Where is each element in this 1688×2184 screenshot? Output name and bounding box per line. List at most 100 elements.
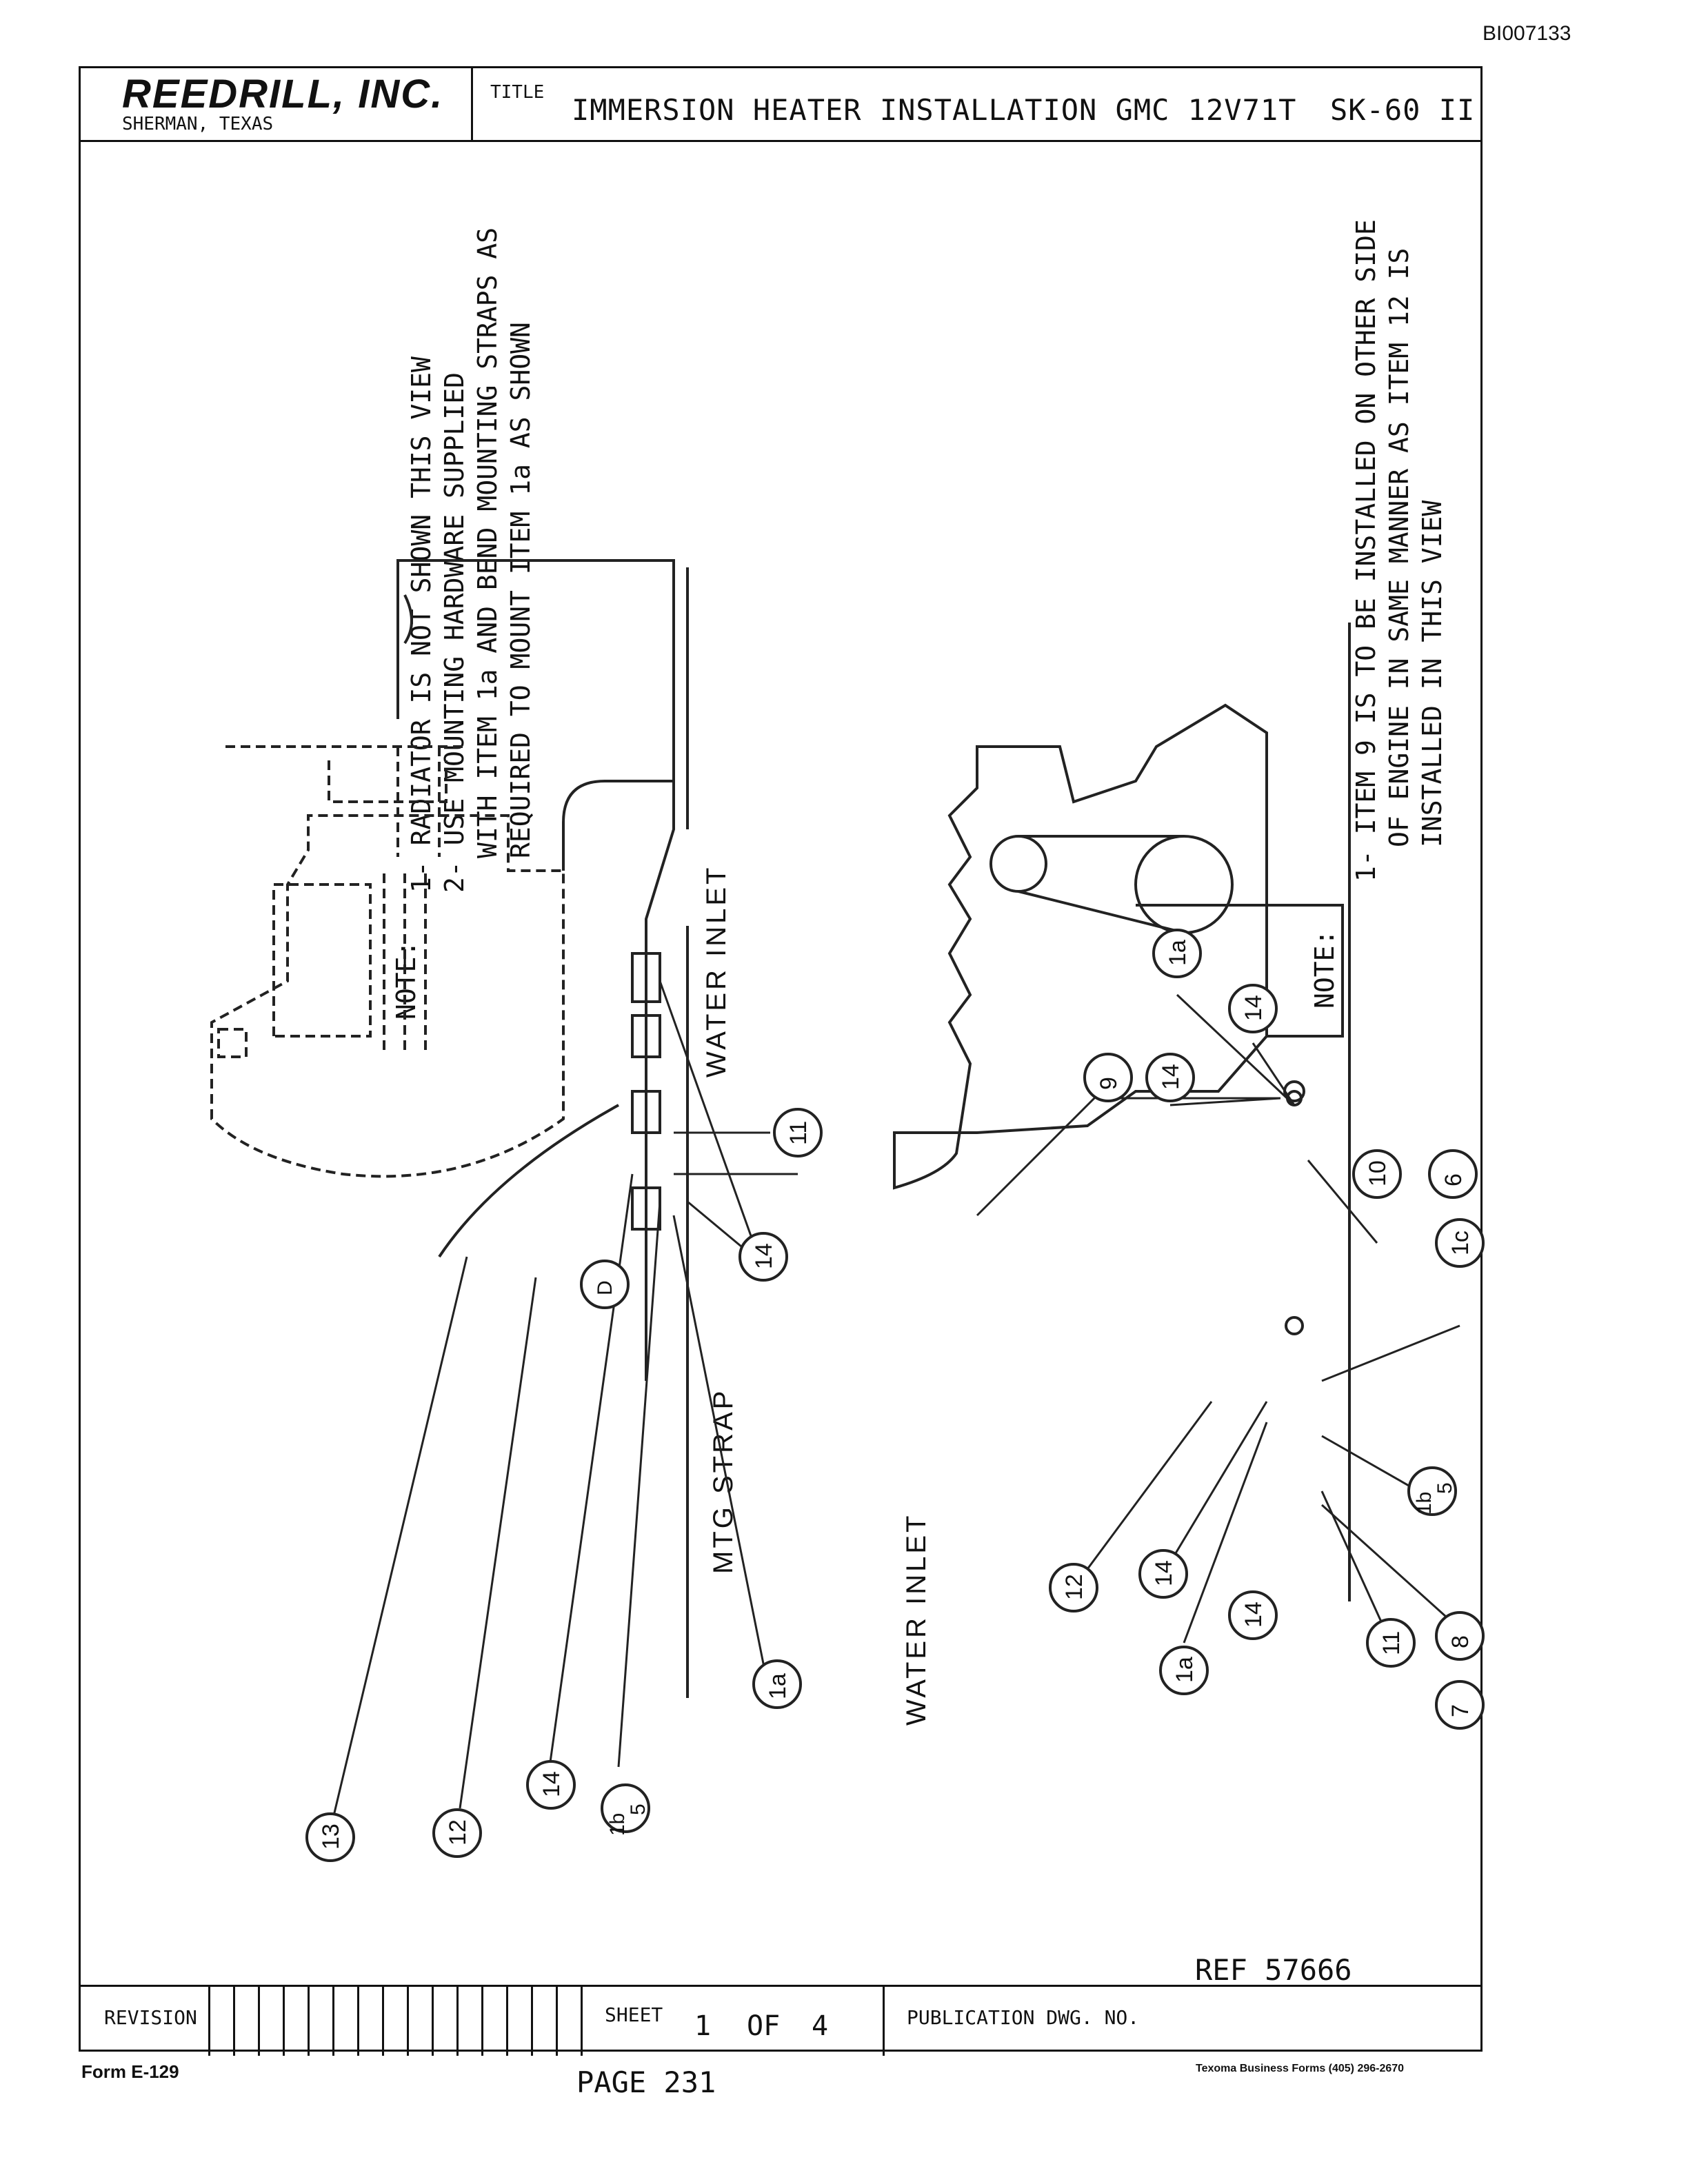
leader-8 [1320, 1504, 1461, 1630]
leader-12-left [459, 1277, 537, 1809]
leader-1a-left [672, 1215, 772, 1699]
callout-d-circle [580, 1260, 630, 1309]
right-belt [1018, 835, 1185, 934]
title-block: REEDRILL, INC. SHERMAN, TEXAS TITLE IMME… [81, 68, 1480, 142]
callout-14-right-top-circle [1228, 984, 1278, 1033]
callout-9: 9 [1096, 1077, 1122, 1090]
callout-1b-left: 1b [606, 1812, 629, 1836]
callout-8-circle [1435, 1611, 1485, 1661]
callout-1c: 1c [1447, 1231, 1474, 1255]
callout-14-right-top: 14 [1240, 995, 1267, 1021]
callout-1b-right: 1b [1413, 1491, 1436, 1515]
sheet-of: OF [747, 2010, 781, 2042]
callout-14-left-lower-circle [526, 1760, 576, 1810]
left-engine-fins [383, 871, 427, 1050]
sheet-total: 4 [812, 2010, 829, 2042]
right-fitting-lower [1285, 1316, 1304, 1335]
right-pulley-small [989, 835, 1047, 893]
callout-10: 10 [1365, 1160, 1391, 1186]
callout-14-right-bottom: 14 [1240, 1601, 1267, 1628]
callout-1a-left: 1a [765, 1673, 791, 1699]
callout-1b5-right-circle [1407, 1466, 1457, 1516]
revision-box [235, 1987, 260, 2056]
callout-11-right: 11 [1378, 1630, 1405, 1655]
printer-credit: Texoma Business Forms (405) 296-2670 [1196, 2063, 1405, 2074]
leader-1a-right-top [1176, 993, 1296, 1106]
heater-body-mid [631, 1014, 661, 1058]
callout-9-circle [1083, 1053, 1133, 1102]
callout-10-circle [1352, 1149, 1402, 1199]
callout-12-left: 12 [445, 1819, 471, 1846]
leader-12-right [1072, 1401, 1213, 1588]
callout-1a-right-lower-circle [1159, 1646, 1209, 1695]
leader-14-left-lower [548, 1173, 634, 1768]
company-name: REEDRILL, INC. [122, 72, 444, 117]
bottom-block: REVISION SHEET 1 OF 4 PUBLICATION DWG. N… [81, 1985, 1480, 2056]
callout-12-right: 12 [1061, 1574, 1087, 1600]
callout-1a-right-lower: 1a [1172, 1657, 1198, 1683]
callout-14-left-upper-circle [738, 1232, 788, 1282]
revision-box [260, 1987, 285, 2056]
revision-box [409, 1987, 434, 2056]
callout-13: 13 [318, 1823, 344, 1850]
callout-11-left: 11 [785, 1120, 812, 1145]
revision-box [359, 1987, 384, 2056]
revision-box [558, 1987, 583, 2056]
sheet-label: SHEET [605, 2003, 663, 2026]
revision-box [334, 1987, 359, 2056]
revision-box [384, 1987, 409, 2056]
leader-13 [328, 1256, 468, 1837]
revision-box [508, 1987, 533, 2056]
left-engine-outline [210, 814, 565, 1178]
leader-water-inlet-right [976, 1076, 1116, 1217]
leader-1a-right-lower [1183, 1422, 1268, 1644]
right-heater-housing [1136, 904, 1344, 1038]
leader-10 [1307, 1160, 1378, 1244]
callout-d: D [594, 1280, 616, 1295]
revision-box [533, 1987, 558, 2056]
document-id: BI007133 [1483, 22, 1571, 45]
page-number: PAGE 231 [576, 2065, 716, 2099]
callout-11-left-circle [773, 1108, 823, 1157]
pulley-outline [396, 559, 675, 719]
callout-14-right-upper: 14 [1158, 1064, 1184, 1090]
drawing-title: IMMERSION HEATER INSTALLATION GMC 12V71T [572, 93, 1297, 127]
revision-box [310, 1987, 334, 2056]
callout-1a-left-circle [752, 1659, 802, 1709]
callout-6-circle [1428, 1149, 1478, 1199]
callout-14-right-upper-circle [1145, 1053, 1195, 1102]
callout-12-left-circle [432, 1808, 482, 1858]
heater-body-lower [631, 1090, 661, 1134]
hose [438, 1104, 619, 1258]
leader-1c [1321, 1324, 1460, 1382]
callout-14-right-lower-circle [1138, 1549, 1188, 1599]
revision-cell: REVISION [81, 1987, 210, 2056]
drawing-area: NOTE: 1- RADIATOR IS NOT SHOWN THIS VIEW… [81, 140, 1485, 1985]
leader-1b5-left [617, 1201, 661, 1768]
callout-13-circle [305, 1812, 355, 1862]
reference-number: REF 57666 [1195, 1953, 1352, 1987]
callout-8: 8 [1447, 1635, 1474, 1648]
company-location: SHERMAN, TEXAS [122, 114, 274, 134]
callout-1c-circle [1435, 1218, 1485, 1268]
callout-12-right-circle [1049, 1563, 1098, 1612]
company-block: REEDRILL, INC. SHERMAN, TEXAS [81, 68, 473, 140]
drawing-frame: REEDRILL, INC. SHERMAN, TEXAS TITLE IMME… [79, 66, 1485, 2056]
callout-14-left-upper: 14 [751, 1243, 777, 1269]
callout-1b5-left-circle [601, 1783, 650, 1833]
heater-body-upper [631, 952, 661, 1003]
sketch-number: SK-60 II [1330, 93, 1476, 127]
pulley-detail [403, 594, 413, 645]
right-pulley-large [1134, 835, 1234, 934]
callout-7-circle [1435, 1680, 1485, 1730]
leader-1b5-right [1321, 1435, 1419, 1493]
leader-14-right-top [1252, 1042, 1296, 1106]
callout-5-right: 5 [1434, 1482, 1456, 1494]
title-label: TITLE [490, 82, 545, 103]
sheet-cell [583, 1987, 885, 2056]
revision-box [285, 1987, 310, 2056]
revision-box [483, 1987, 508, 2056]
callout-5-left: 5 [627, 1803, 650, 1815]
left-engine-port [217, 1028, 248, 1058]
leader-14-right-upper [1169, 1097, 1281, 1106]
